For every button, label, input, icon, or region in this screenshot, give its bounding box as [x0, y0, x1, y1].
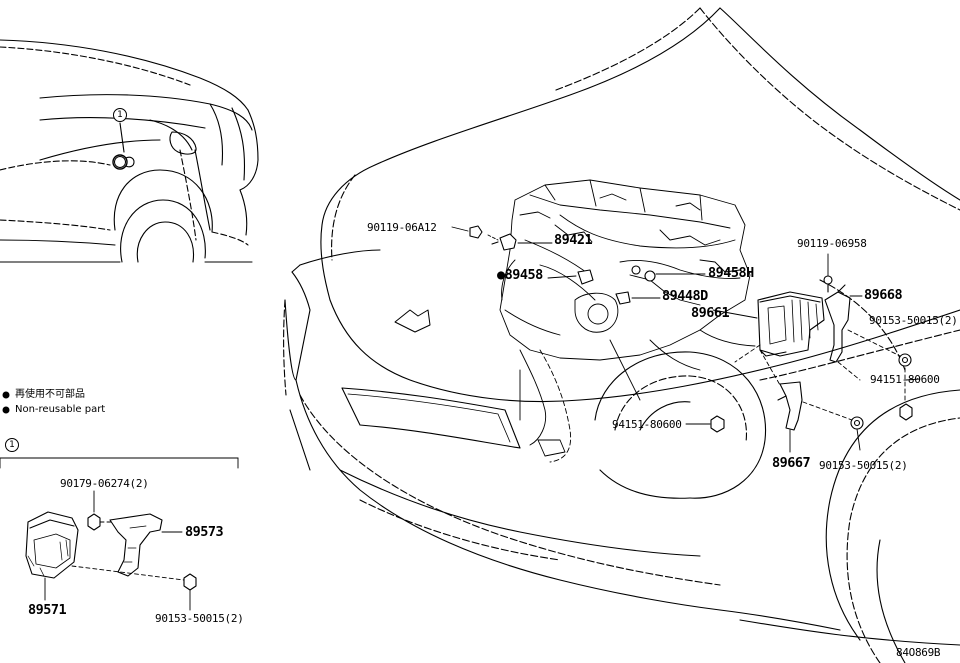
detail-box — [0, 457, 239, 611]
part-label-94151-80600-right: 94151-80600 — [870, 373, 940, 386]
part-label-89458: ●89458 — [497, 267, 544, 283]
part-label-90153-50015-upper: 90153-50015(2) — [869, 314, 958, 327]
non-reusable-marker: ● — [497, 267, 505, 283]
callout-marker-detail: 1 — [5, 438, 19, 452]
part-label-94151-80600-center: 94151-80600 — [612, 418, 682, 431]
part-label-89667: 89667 — [772, 455, 811, 471]
part-label-89448d: 89448D — [662, 288, 708, 304]
part-label-89571: 89571 — [28, 602, 67, 618]
vehicle-front-outline — [283, 7, 960, 663]
part-label-89573: 89573 — [185, 524, 224, 540]
part-label-89668: 89668 — [864, 287, 903, 303]
legend-non-reusable-jp: 再使用不可部品 — [15, 389, 85, 400]
inset-rear-vehicle-view — [0, 39, 259, 263]
part-label-89458-text: 89458 — [504, 267, 544, 283]
ecu-assembly — [710, 275, 913, 433]
diagram-code: 84O869B — [896, 646, 941, 659]
part-label-90119-06a12: 90119-06A12 — [367, 221, 437, 234]
part-label-90153-50015-lower: 90153-50015(2) — [819, 459, 908, 472]
part-label-89458h: 89458H — [708, 265, 754, 281]
callout-marker-inset: 1 — [113, 108, 127, 122]
part-label-90153-50015-detail: 90153-50015(2) — [155, 612, 244, 625]
part-label-89421: 89421 — [554, 232, 593, 248]
legend-non-reusable-en: Non-reusable part — [15, 404, 106, 415]
legend-markers — [2, 391, 10, 414]
engine-sensors — [469, 225, 656, 305]
part-label-90119-06958: 90119-06958 — [797, 237, 867, 250]
leader-lines — [451, 226, 921, 453]
part-label-90179-06274: 90179-06274(2) — [60, 477, 149, 490]
part-label-89661: 89661 — [691, 305, 730, 321]
